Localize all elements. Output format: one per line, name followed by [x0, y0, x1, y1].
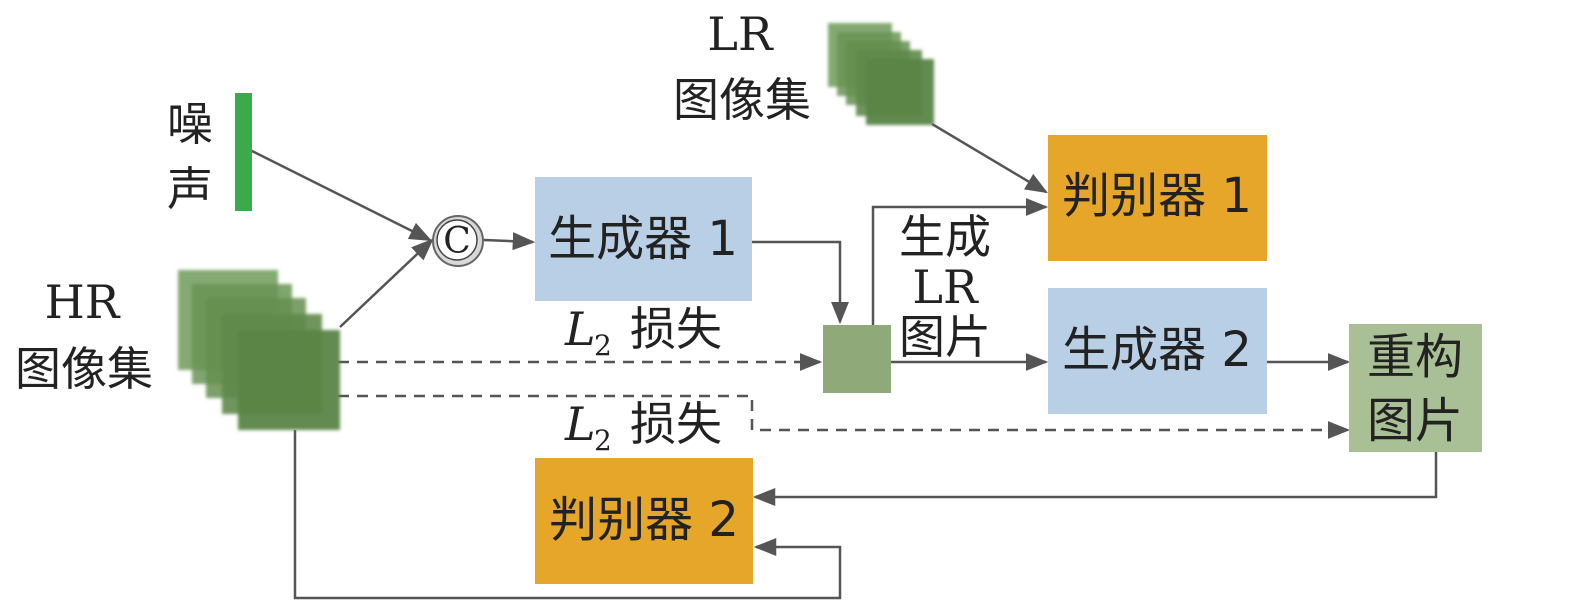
generated-lr-label-line1: 生成 — [899, 210, 991, 264]
lr-set-label-line2: 图像集 — [673, 73, 811, 127]
noise-label-line2: 声 — [167, 162, 213, 216]
reconstructed-label-line2: 图片 — [1367, 393, 1463, 449]
reconstructed-label-line1: 重构 — [1367, 329, 1463, 385]
concat-symbol: C — [443, 221, 471, 262]
generated-lr-label-line3: 图片 — [899, 310, 991, 364]
generator1-label: 生成器 1 — [548, 211, 738, 267]
edge-l2-loss-lower — [338, 394, 1351, 439]
l2-loss-lower-label: L 2 损失 — [564, 397, 722, 457]
l2-upper-sub: 2 — [594, 329, 612, 362]
edge-hr-to-discriminator2 — [293, 430, 842, 600]
edge-noise-to-concat — [249, 148, 433, 242]
generated-lr-label-line2: LR — [912, 260, 979, 314]
hr-set-label-line2: 图像集 — [15, 342, 153, 396]
generator1-box — [535, 177, 752, 301]
edge-generator1-to-lr — [752, 240, 849, 325]
l2-lower-sub: 2 — [594, 424, 612, 457]
l2-upper-text: 损失 — [630, 302, 722, 356]
discriminator1-box — [1048, 135, 1267, 261]
edge-reconstructed-to-discriminator2 — [752, 452, 1438, 506]
reconstructed-box — [1349, 324, 1482, 452]
lr-set-label-line1: LR — [707, 7, 774, 61]
noise-bar — [235, 93, 252, 211]
l2-lower-text: 损失 — [630, 397, 722, 451]
edge-lr-to-discriminator1 — [871, 198, 1049, 326]
l2-upper-main: L — [564, 302, 596, 356]
hr-image-stack — [178, 270, 340, 430]
edge-lrset-to-discriminator1 — [931, 122, 1048, 194]
edge-hr-to-concat — [339, 238, 434, 328]
generated-lr-box — [823, 325, 891, 393]
generator2-box — [1048, 288, 1267, 414]
generator2-label: 生成器 2 — [1062, 322, 1252, 378]
l2-loss-upper-label: L 2 损失 — [564, 302, 722, 362]
concat-node: C — [432, 215, 484, 267]
discriminator2-label: 判别器 2 — [549, 492, 739, 548]
discriminator2-box — [535, 458, 753, 584]
discriminator1-label: 判别器 1 — [1062, 168, 1252, 224]
lr-image-stack — [828, 23, 934, 125]
edge-concat-to-generator1 — [483, 232, 536, 251]
edges — [249, 122, 1438, 600]
l2-lower-main: L — [564, 397, 596, 451]
noise-label-line1: 噪 — [167, 97, 213, 151]
hr-set-label-line1: HR — [45, 275, 121, 329]
